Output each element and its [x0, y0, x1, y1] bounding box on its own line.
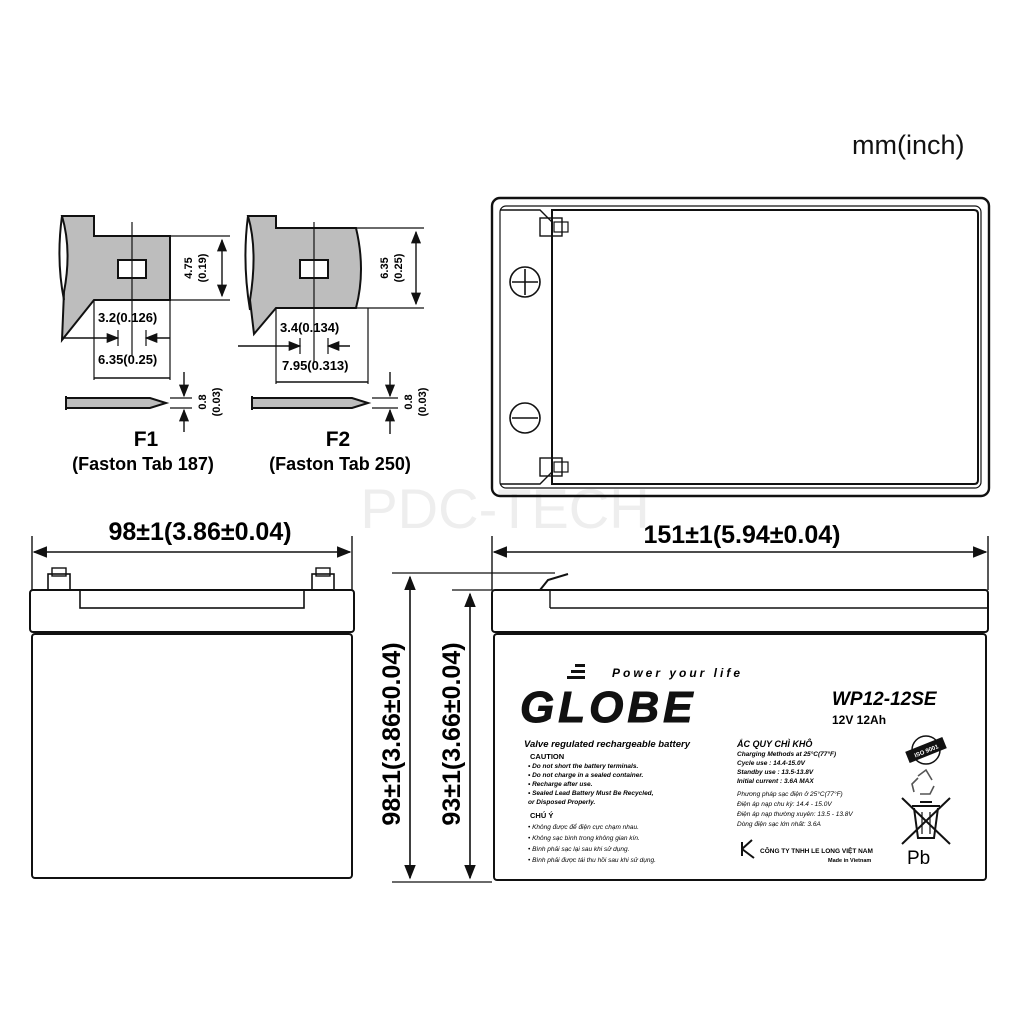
label-type: Valve regulated rechargeable battery [524, 739, 691, 750]
label-charging-line: Initial current : 3.6A MAX [737, 778, 814, 785]
total-height-dim-label: 98±1(3.86±0.04) [378, 642, 406, 825]
label-brand-logo: GLOBE [520, 683, 696, 732]
label-pb: Pb [907, 848, 930, 869]
f1-width-dim: 6.35(0.25) [98, 352, 157, 367]
label-vn-charging-line: Điện áp nạp chu kỳ: 14.4 - 15.0V [737, 801, 832, 808]
label-chu-y-item: • Bình phải được tái thu hồi sau khi sử … [528, 855, 656, 864]
label-model: WP12-12SE [832, 689, 938, 710]
label-caution-item: • Sealed Lead Battery Must Be Recycled, [528, 790, 654, 797]
f2-height-dim-inch: (0.25) [393, 253, 405, 282]
f2-thickness-dim-inch: (0.03) [417, 387, 429, 416]
company-logo-icon [741, 839, 755, 859]
label-charging-line: Charging Methods at 25°C(77°F) [737, 750, 836, 758]
f2-thickness-dim: 0.8 [403, 394, 415, 409]
label-chu-y-item: • Không sạc bình trong không gian kín. [528, 835, 640, 842]
label-caution-item: or Disposed Properly. [528, 799, 595, 806]
unit-label: mm(inch) [852, 130, 965, 160]
label-vn-title: ẮC QUY CHÌ KHÔ [736, 738, 812, 749]
label-caution-item: • Recharge after use. [528, 781, 593, 788]
f2-hole-dim: 3.4(0.134) [280, 320, 339, 335]
battery-top-view [490, 196, 991, 498]
label-chu-y-title: CHÚ Ý [530, 811, 553, 820]
f2-name: F2 [326, 428, 351, 451]
label-slogan: Power your life [612, 666, 743, 680]
watermark-text: PDC-TECH [360, 477, 649, 540]
label-charging-line: Cycle use : 14.4-15.0V [737, 760, 806, 767]
f2-caption: (Faston Tab 250) [269, 454, 411, 474]
f1-thickness-dim: 0.8 [197, 394, 209, 409]
crossed-bin-icon [901, 797, 951, 845]
f2-height-dim: 6.35 [379, 257, 391, 278]
globe-logo-bars [567, 664, 585, 679]
label-charging-line: Standby use : 13.5-13.8V [737, 769, 814, 776]
length-dim-label: 151±1(5.94±0.04) [643, 521, 840, 549]
label-vn-charging-line: Dòng điện sạc lớn nhất: 3.6A [737, 820, 821, 828]
label-rating: 12V 12Ah [832, 713, 886, 727]
width-dim-label: 98±1(3.86±0.04) [108, 518, 291, 546]
label-chu-y-item: • Bình phải sạc lại sau khi sử dụng. [528, 845, 630, 853]
label-made-in: Made in Vietnam [828, 858, 871, 864]
label-vn-charging-line: Điện áp nạp thường xuyên: 13.5 - 13.8V [737, 811, 853, 818]
label-caution-item: • Do not charge in a sealed container. [528, 772, 644, 779]
f1-thickness-dim-inch: (0.03) [211, 387, 223, 416]
f2-width-dim: 7.95(0.313) [282, 358, 349, 373]
label-chu-y-item: • Không được để điện cực chạm nhau. [528, 823, 639, 831]
battery-side-view [491, 573, 989, 881]
f1-hole-dim: 3.2(0.126) [98, 310, 157, 325]
container-height-dim-label: 93±1(3.66±0.04) [438, 642, 466, 825]
f1-height-dim-inch: (0.19) [197, 253, 209, 282]
f1-height-dim: 4.75 [183, 257, 195, 278]
f1-name: F1 [134, 428, 159, 451]
label-caution-item: • Do not short the battery terminals. [528, 763, 638, 770]
f1-caption: (Faston Tab 187) [72, 454, 214, 474]
recycle-icon [911, 768, 935, 795]
label-caution-title: CAUTION [530, 752, 564, 761]
terminal-f1-drawing [58, 215, 230, 432]
label-vn-charging-line: Phương pháp sạc điện ở 25°C(77°F) [737, 790, 843, 798]
terminal-f2-drawing [238, 215, 424, 434]
battery-front-view [29, 567, 355, 879]
label-company: CÔNG TY TNHH LE LONG VIỆT NAM [760, 846, 873, 855]
iso-badge-icon: ISO 9001 [905, 735, 947, 765]
